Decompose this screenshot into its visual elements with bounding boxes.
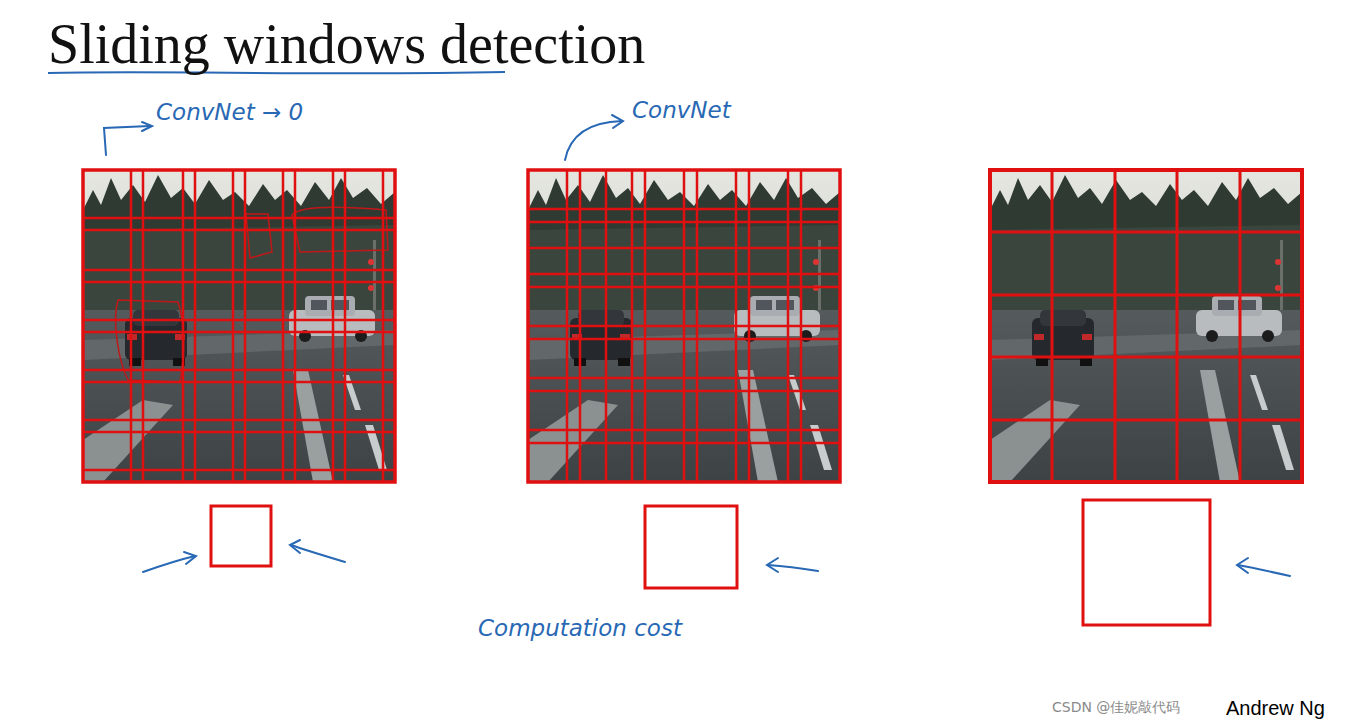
road-photo xyxy=(990,170,1302,482)
grid-line xyxy=(83,331,395,334)
grid-line xyxy=(990,419,1302,422)
grid-line xyxy=(294,170,297,482)
grid-line xyxy=(332,170,335,482)
window-grids xyxy=(83,170,1302,482)
grid-line xyxy=(282,170,285,482)
grid-line xyxy=(83,381,395,384)
grid-line xyxy=(83,217,395,220)
grid-line xyxy=(83,229,395,232)
grid-line xyxy=(83,281,395,284)
grid-line xyxy=(528,429,840,432)
car-sketch xyxy=(116,207,388,382)
hand-arrows xyxy=(104,115,1290,576)
grid-line xyxy=(528,338,840,341)
grid-line xyxy=(990,231,1302,234)
road-photo xyxy=(528,170,840,482)
hand-note: ConvNet xyxy=(632,98,731,123)
grid-line xyxy=(528,325,840,328)
grid-border xyxy=(83,170,395,482)
grid-line xyxy=(142,170,145,482)
grid-line xyxy=(83,469,395,472)
grid-line xyxy=(528,377,840,380)
grid-line xyxy=(1114,170,1117,482)
grid-line xyxy=(1239,170,1242,482)
grid-line xyxy=(748,170,751,482)
grid-line xyxy=(382,170,385,482)
window-size xyxy=(211,500,1210,625)
grid-line xyxy=(83,431,395,434)
grid-line xyxy=(232,170,235,482)
grid-line xyxy=(194,170,197,482)
grid-line xyxy=(990,356,1302,359)
author-credit: Andrew Ng xyxy=(1226,697,1325,719)
grid-line xyxy=(990,294,1302,297)
grid-line xyxy=(83,369,395,372)
grid-line xyxy=(528,390,840,393)
grid-border xyxy=(528,170,840,482)
hand-note: Computation cost xyxy=(478,616,682,641)
slide-title: Sliding windows detection xyxy=(48,14,645,76)
grid-border xyxy=(990,170,1302,482)
grid-line xyxy=(528,442,840,445)
grid-line xyxy=(787,170,790,482)
grid-line xyxy=(1051,170,1054,482)
road-photo xyxy=(83,170,395,482)
hand-note: ConvNet → 0 xyxy=(156,100,303,125)
grid-line xyxy=(83,269,395,272)
grid-line xyxy=(696,170,699,482)
grid-line xyxy=(182,170,185,482)
watermark: CSDN @佳妮敲代码 xyxy=(1052,700,1180,715)
grid-line xyxy=(244,170,247,482)
grid-line xyxy=(800,170,803,482)
grid-line xyxy=(1176,170,1179,482)
grid-line xyxy=(83,319,395,322)
grid-line xyxy=(344,170,347,482)
grid-line xyxy=(735,170,738,482)
grid-line xyxy=(83,419,395,422)
